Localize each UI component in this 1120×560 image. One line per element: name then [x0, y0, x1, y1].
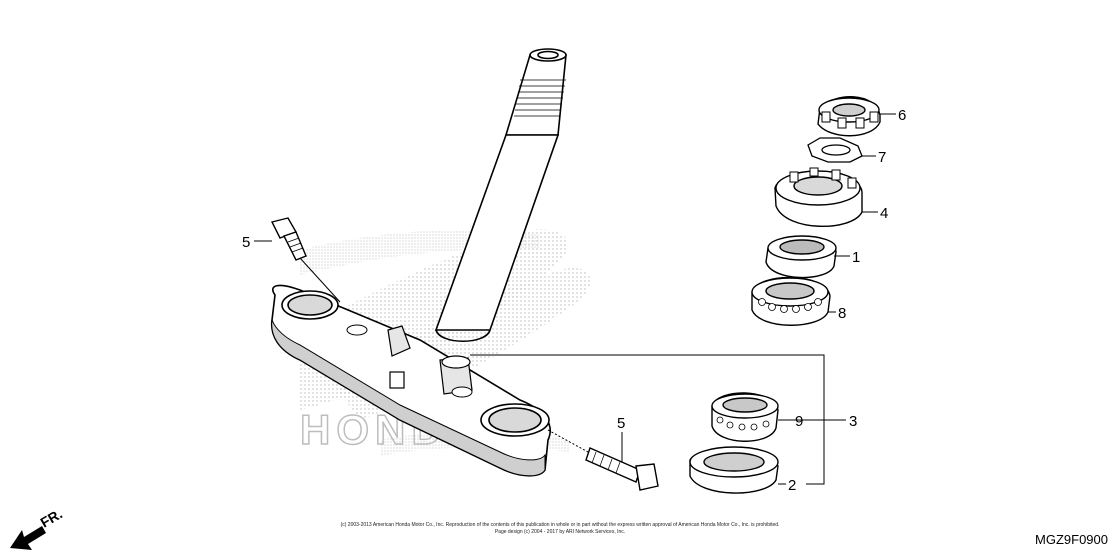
adjusting-nut[interactable] [774, 167, 863, 228]
callout-6: 6 [898, 107, 906, 124]
steering-stem[interactable] [434, 48, 567, 342]
steering-stem-bridge[interactable] [270, 284, 551, 477]
copyright-line-2: Page design (c) 2004 - 2017 by ARI Netwo… [495, 529, 625, 535]
callout-4: 4 [880, 205, 888, 222]
callout-7: 7 [878, 149, 886, 166]
lock-washer[interactable] [807, 137, 863, 163]
callout-3: 3 [849, 413, 857, 430]
callout-1: 1 [852, 249, 860, 266]
leader-bolt-upper [299, 257, 341, 303]
copyright-line-1: (c) 2003-2013 American Honda Motor Co., … [341, 522, 780, 528]
bearing-upper[interactable] [751, 276, 831, 326]
bolt-lower[interactable] [585, 447, 659, 491]
bearing-race-upper[interactable] [765, 235, 837, 279]
callout-2: 2 [788, 477, 796, 494]
leader-group-3 [470, 354, 846, 485]
bearing-race-lower[interactable] [689, 446, 779, 494]
front-arrow-icon: FR. [10, 505, 65, 550]
callout-8: 8 [838, 305, 846, 322]
callout-5-upper: 5 [242, 234, 250, 251]
callout-9: 9 [795, 413, 803, 430]
bolt-upper[interactable] [270, 217, 307, 261]
callout-5-lower: 5 [617, 415, 625, 432]
bearing-lower[interactable] [711, 392, 779, 442]
diagram-code: MGZ9F0900 [1035, 532, 1108, 547]
lock-nut[interactable] [817, 96, 881, 137]
